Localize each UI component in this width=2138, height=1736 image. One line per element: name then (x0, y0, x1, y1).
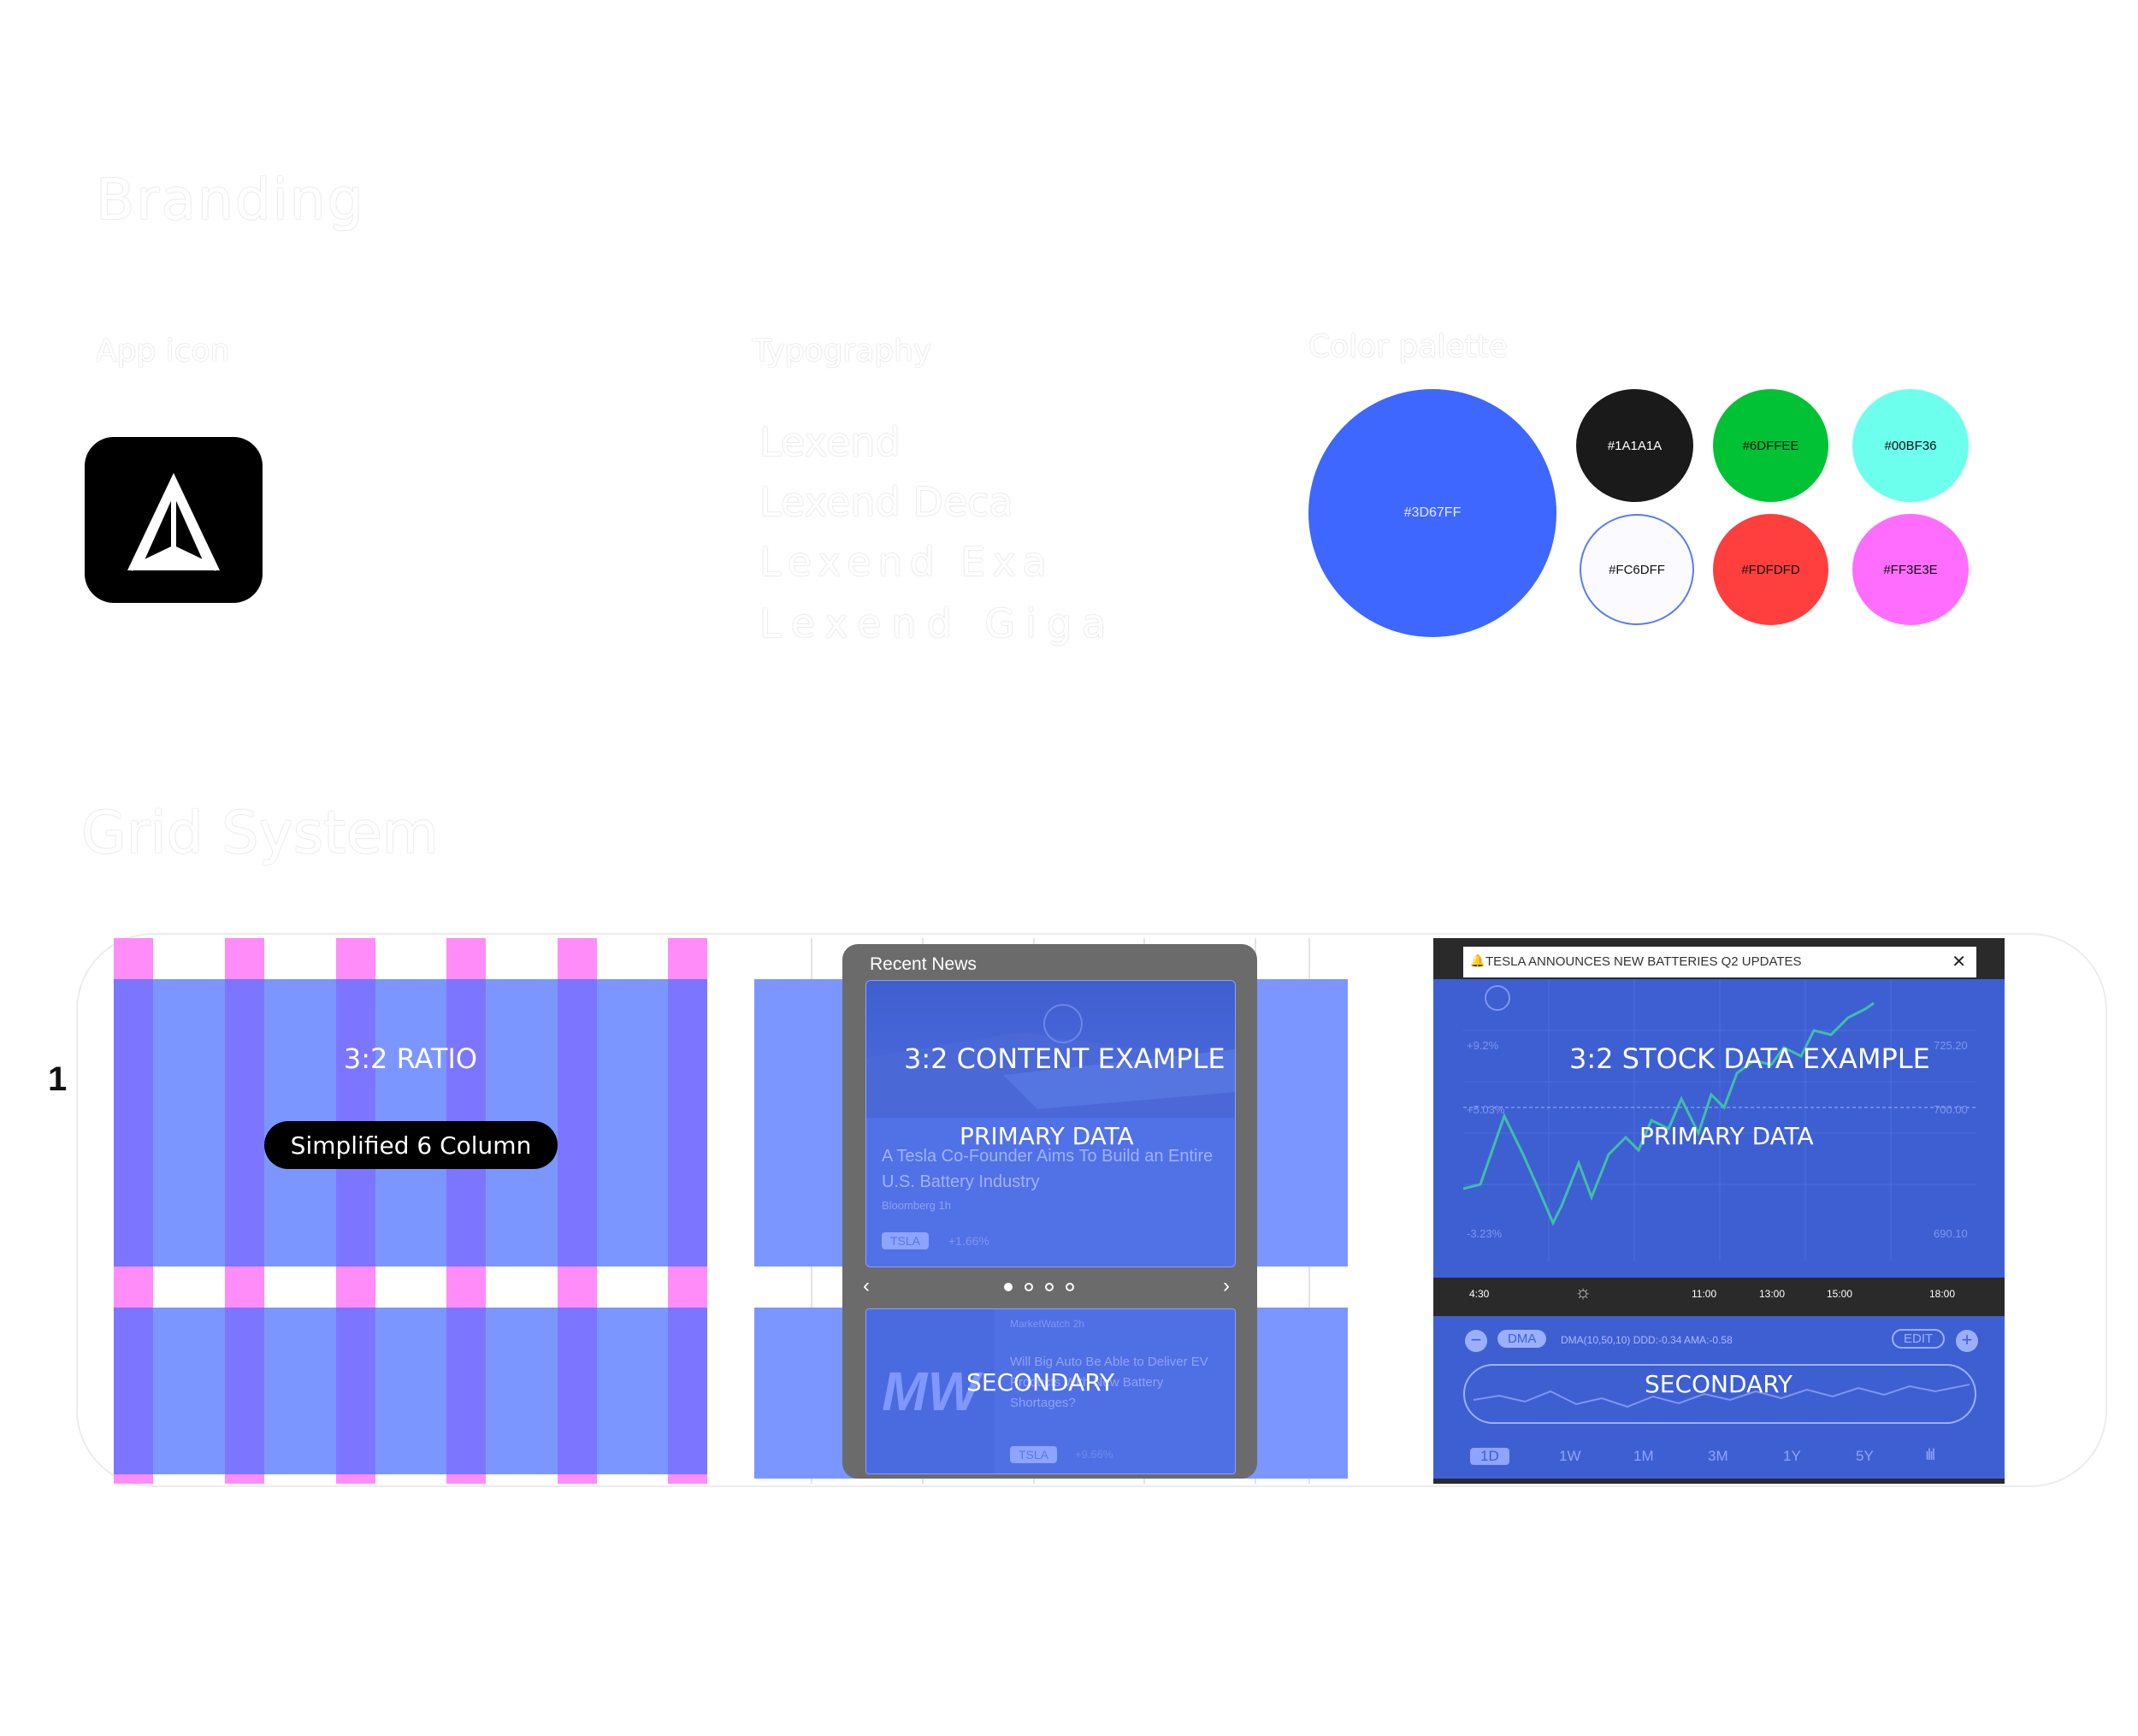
color-swatch: #1A1A1A (1576, 389, 1693, 502)
stock-chart[interactable]: +9.2% +5.03% -3.23% 725.20 700.00 690.10 (1462, 979, 1976, 1261)
y-axis-label: +9.2% (1467, 1039, 1499, 1052)
news-headline: A Tesla Co-Founder Aims To Build an Enti… (882, 1147, 1214, 1191)
grid-column-overlap (114, 979, 153, 1267)
candlestick-icon[interactable]: ılıl (1925, 1446, 1935, 1463)
range-3m[interactable]: 3M (1708, 1448, 1728, 1464)
primary-label: PRIMARY DATA (1639, 1122, 1814, 1150)
y-axis-label: 690.10 (1934, 1227, 1968, 1240)
dma-values: DMA(10,50,10) DDD:-0.34 AMA:-0.58 (1561, 1334, 1733, 1346)
column-pill: Simplified 6 Column (264, 1121, 558, 1169)
mini-chart[interactable] (1463, 1364, 1976, 1424)
range-1d[interactable]: 1D (1470, 1448, 1509, 1465)
y-axis-label: 725.20 (1934, 1039, 1968, 1052)
app-icon-label: App icon (96, 334, 230, 369)
price-line (1462, 979, 1976, 1261)
y-axis-label: 700.00 (1934, 1103, 1968, 1116)
secondary-label: SECONDARY (1645, 1370, 1792, 1398)
y-axis-label: +5.03% (1467, 1103, 1505, 1116)
time-axis: 4:30 ☼ 11:00 13:00 15:00 18:00 (1433, 1278, 2005, 1308)
news-item[interactable]: MW MarketWatch 2h Will Big Auto Be Able … (865, 1308, 1236, 1474)
pager-dot[interactable] (1045, 1283, 1054, 1291)
notification-text: TESLA ANNOUNCES NEW BATTERIES Q2 UPDATES (1485, 954, 1802, 969)
color-palette-label: Color palette (1308, 329, 1508, 364)
grid-column-overlap (225, 1308, 264, 1474)
app-icon (85, 437, 263, 603)
x-axis-label: 13:00 (1759, 1288, 1786, 1300)
indicator-bar: − DMA DMA(10,50,10) DDD:-0.34 AMA:-0.58 … (1432, 1328, 2004, 1354)
color-swatch: #FF3E3E (1852, 514, 1969, 625)
news-headline: Will Big Auto Be Able to Deliver EV Prod… (1010, 1355, 1208, 1410)
ticker-change: +1.66% (948, 1234, 989, 1248)
color-swatch-primary: #3D67FF (1308, 389, 1556, 637)
range-1y[interactable]: 1Y (1783, 1448, 1801, 1464)
news-source: MarketWatch 2h (1010, 1318, 1084, 1330)
bell-icon: 🔔 (1470, 954, 1485, 967)
row-number: 1 (48, 1060, 68, 1098)
x-axis-label: 18:00 (1929, 1288, 1956, 1300)
grid-column-overlap (446, 1308, 486, 1474)
news-image (866, 981, 1235, 1118)
panel-title: 3:2 CONTENT EXAMPLE (904, 1042, 1226, 1075)
x-axis-label: 15:00 (1827, 1288, 1853, 1300)
news-source: Bloomberg 1h (882, 1199, 951, 1212)
carousel-pager: ‹ › (842, 1269, 1257, 1307)
plus-icon[interactable]: + (1956, 1330, 1978, 1352)
ticker-tag[interactable]: TSLA (882, 1232, 930, 1249)
pager-dot-active[interactable] (1004, 1283, 1013, 1291)
grid-column-overlap (336, 1308, 375, 1474)
y-axis-label: -3.23% (1467, 1227, 1503, 1240)
font-sample-lexend-deca: Lexend Deca (759, 479, 1013, 525)
minus-icon[interactable]: − (1465, 1330, 1487, 1352)
primary-band (1433, 979, 2005, 1307)
grid-panel-stock: 🔔 TESLA ANNOUNCES NEW BATTERIES Q2 UPDAT… (1432, 938, 2031, 1484)
grid-column-overlap (668, 1308, 707, 1474)
font-sample-lexend-exa: Lexend Exa (759, 539, 1054, 585)
ticker-change: +9.66% (1075, 1448, 1113, 1461)
pager-dot[interactable] (1025, 1283, 1033, 1291)
grid-column-overlap (558, 1308, 597, 1474)
color-swatch: #FC6DFF (1580, 514, 1694, 625)
chevron-left-icon[interactable]: ‹ (863, 1274, 870, 1297)
primary-label: PRIMARY DATA (960, 1122, 1134, 1150)
panel-title: 3:2 STOCK DATA EXAMPLE (1569, 1042, 1930, 1075)
grid-column-overlap (668, 979, 707, 1267)
prism-logo-icon (127, 473, 220, 571)
color-swatch: #FDFDFD (1713, 514, 1828, 625)
range-1w[interactable]: 1W (1559, 1448, 1581, 1464)
recent-news-card: Recent News A Tesla Co-Founder Aims To B… (842, 944, 1257, 1479)
font-sample-lexend-giga: Lexend Giga (759, 600, 1117, 647)
grid-column-overlap (114, 1308, 153, 1474)
card-title: Recent News (870, 954, 977, 974)
secondary-band (114, 1308, 707, 1474)
range-1m[interactable]: 1M (1633, 1448, 1654, 1464)
color-swatch: #6DFFEE (1713, 389, 1828, 502)
close-icon[interactable]: ✕ (1952, 953, 1966, 971)
grid-column-overlap (225, 979, 264, 1267)
sun-icon: ☼ (1574, 1281, 1592, 1302)
x-axis-label: 11:00 (1692, 1288, 1717, 1300)
pager-dot[interactable] (1066, 1283, 1074, 1291)
chevron-right-icon[interactable]: › (1223, 1274, 1230, 1297)
branding-title: Branding (96, 167, 365, 233)
grid-panel-content: Recent News A Tesla Co-Founder Aims To B… (754, 938, 1348, 1484)
ticker-tag[interactable]: TSLA (1010, 1446, 1058, 1463)
range-5y[interactable]: 5Y (1856, 1448, 1874, 1464)
grid-column-overlap (558, 979, 597, 1267)
marketwatch-logo: MW (866, 1309, 995, 1473)
news-item[interactable]: A Tesla Co-Founder Aims To Build an Enti… (865, 980, 1236, 1267)
secondary-label: SECONDARY (966, 1368, 1114, 1396)
grid-frame (76, 933, 2107, 1487)
notification-banner[interactable]: 🔔 TESLA ANNOUNCES NEW BATTERIES Q2 UPDAT… (1463, 947, 1976, 977)
font-sample-lexend: Lexend (759, 419, 901, 465)
x-axis-label: 4:30 (1469, 1288, 1490, 1300)
edit-button[interactable]: EDIT (1892, 1329, 1946, 1349)
grid-system-title: Grid System (81, 800, 439, 867)
typography-label: Typography (753, 334, 932, 369)
panel-title: 3:2 RATIO (343, 1042, 478, 1075)
grid-panel-ratio: 3:2 RATIO Simplified 6 Column (114, 938, 707, 1484)
dma-chip[interactable]: DMA (1497, 1330, 1547, 1348)
color-swatch: #00BF36 (1852, 389, 1969, 502)
